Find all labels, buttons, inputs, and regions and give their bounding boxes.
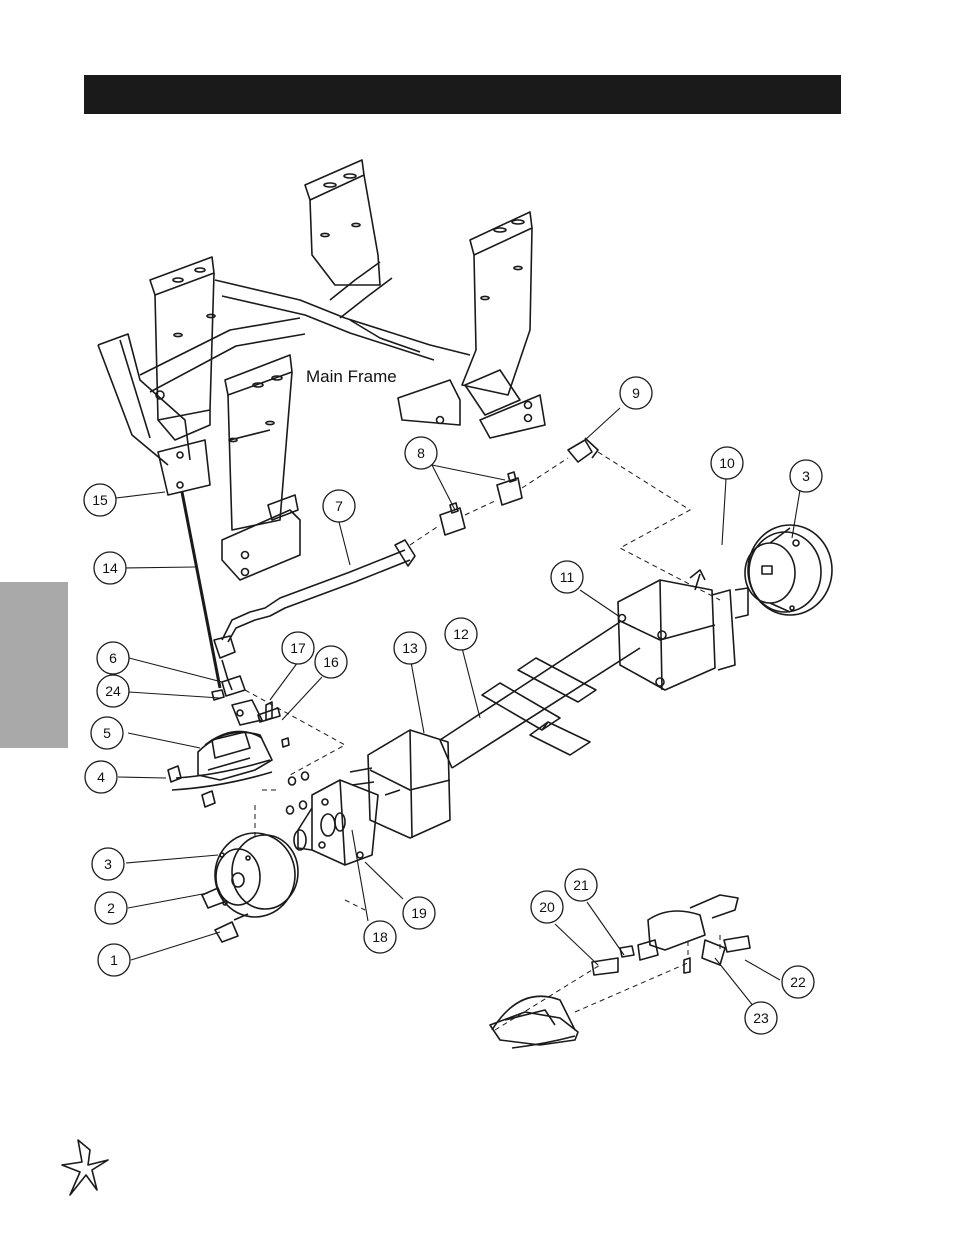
star-logo-icon [61, 1139, 109, 1196]
callout-1: 1 [97, 943, 131, 977]
assembly-lines [244, 451, 721, 1031]
callout-9: 9 [619, 376, 653, 410]
callout-7: 7 [322, 489, 356, 523]
left-brake-magnet [167, 699, 273, 808]
callout-label: 3 [802, 468, 810, 484]
callout-21: 21 [564, 868, 598, 902]
callout-label: 18 [372, 929, 388, 945]
callout-14: 14 [93, 551, 127, 585]
callout-15: 15 [83, 483, 117, 517]
header-bar [84, 75, 841, 114]
callout-label: 8 [417, 445, 425, 461]
callout-8: 8 [404, 436, 438, 470]
callout-3-right: 3 [789, 459, 823, 493]
callout-label: 12 [453, 626, 469, 642]
leader-lines [115, 407, 801, 1013]
callout-label: 13 [402, 640, 418, 656]
callout-11: 11 [550, 560, 584, 594]
axle-flange [285, 771, 379, 866]
left-axle-housing [349, 729, 451, 839]
callout-label: 19 [411, 905, 427, 921]
callout-5: 5 [90, 716, 124, 750]
callout-label: 22 [790, 974, 806, 990]
callout-label: 23 [753, 1010, 769, 1026]
callouts: 15 14 7 8 9 10 3 11 12 13 17 16 6 24 5 4… [83, 376, 823, 1035]
callout-24: 24 [96, 674, 130, 708]
callout-label: 14 [102, 560, 118, 576]
callout-3-left: 3 [91, 847, 125, 881]
callout-18: 18 [363, 920, 397, 954]
fittings [439, 437, 599, 536]
callout-label: 16 [323, 654, 339, 670]
callout-label: 1 [110, 952, 118, 968]
main-frame [97, 159, 546, 581]
brake-hose-line [180, 491, 416, 691]
callout-12: 12 [444, 617, 478, 651]
callout-23: 23 [744, 1001, 778, 1035]
callout-label: 17 [290, 640, 306, 656]
callout-label: 10 [719, 455, 735, 471]
callout-label: 7 [335, 498, 343, 514]
callout-17: 17 [281, 631, 315, 665]
pin [257, 707, 281, 723]
main-frame-label: Main Frame [306, 367, 397, 386]
axle-tube [439, 621, 641, 769]
callout-19: 19 [402, 896, 436, 930]
callout-label: 2 [107, 900, 115, 916]
callout-13: 13 [393, 631, 427, 665]
callout-10: 10 [710, 446, 744, 480]
callout-label: 5 [103, 725, 111, 741]
callout-label: 9 [632, 385, 640, 401]
right-axle-housing [617, 569, 749, 691]
callout-label: 3 [104, 856, 112, 872]
callout-16: 16 [314, 645, 348, 679]
left-brake-drum [201, 832, 299, 943]
callout-label: 11 [560, 569, 575, 585]
callout-22: 22 [781, 965, 815, 999]
brake-detail-inset [489, 894, 751, 1049]
side-section-tab [0, 582, 68, 748]
callout-label: 6 [109, 650, 117, 666]
callout-label: 20 [539, 899, 555, 915]
callout-label: 24 [105, 683, 121, 699]
fitting [211, 689, 225, 701]
callout-20: 20 [530, 890, 564, 924]
callout-label: 4 [97, 769, 105, 785]
callout-2: 2 [94, 891, 128, 925]
callout-4: 4 [84, 760, 118, 794]
callout-label: 21 [573, 877, 589, 893]
fitting [221, 675, 246, 697]
right-brake-drum [744, 524, 833, 616]
callout-label: 15 [92, 492, 108, 508]
callout-6: 6 [96, 641, 130, 675]
pin [281, 737, 290, 748]
